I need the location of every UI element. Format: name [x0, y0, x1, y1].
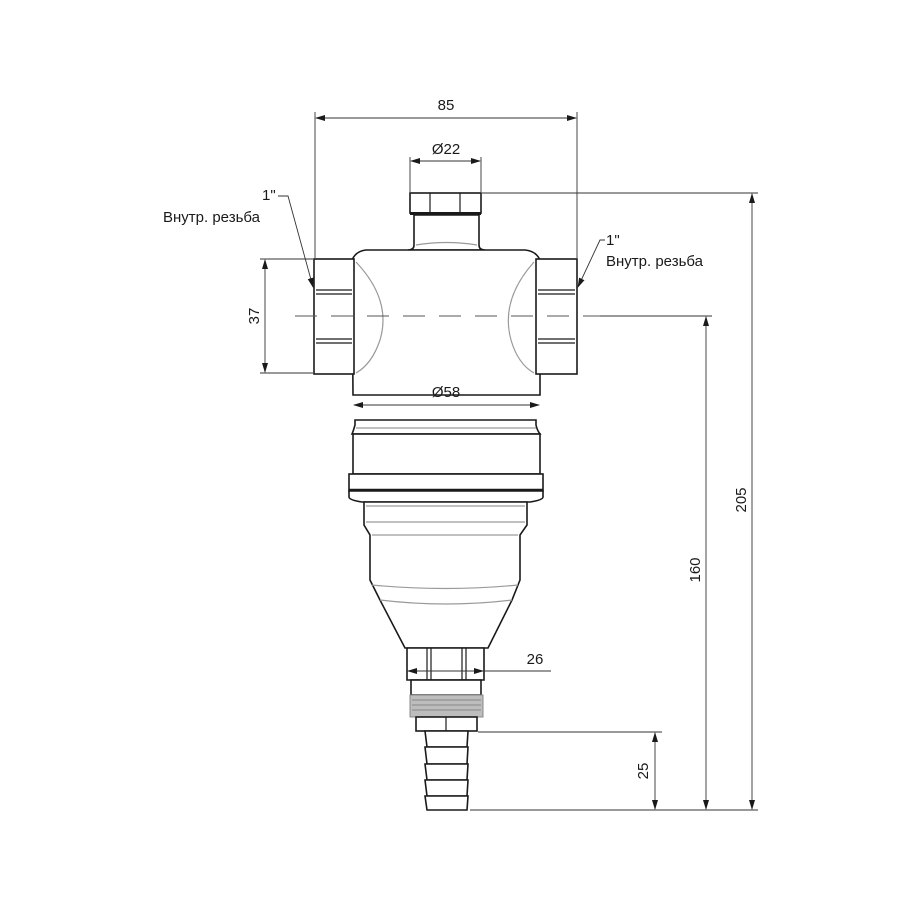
drain-thread	[409, 694, 484, 718]
dimension-axis-to-bottom: 160	[687, 316, 709, 810]
dimension-overall-width: 85	[314, 97, 578, 258]
drain-nut	[406, 647, 485, 681]
dimension-body-diameter: Ø58	[353, 384, 540, 408]
filter-body	[313, 192, 578, 811]
left-port-annotation: 1" Внутр. резьба	[163, 187, 314, 288]
hose-tail	[424, 730, 469, 811]
dimension-drain-nut-width: 26	[407, 651, 551, 674]
dimension-port-height: 37	[246, 258, 313, 374]
dimension-total-height: 205	[482, 192, 758, 811]
svg-text:160: 160	[687, 557, 704, 582]
svg-text:Ø58: Ø58	[432, 384, 460, 401]
svg-text:25: 25	[635, 763, 652, 780]
svg-text:85: 85	[438, 97, 455, 114]
filter-bowl	[363, 501, 528, 649]
right-port-annotation: 1" Внутр. резьба	[577, 232, 704, 288]
top-cap	[409, 192, 482, 214]
svg-text:1": 1"	[606, 232, 620, 249]
svg-text:26: 26	[527, 651, 544, 668]
dimension-hose-tail-length: 25	[470, 731, 700, 811]
svg-text:Внутр. резьба: Внутр. резьба	[163, 209, 261, 226]
svg-text:Внутр. резьба: Внутр. резьба	[606, 253, 704, 270]
svg-text:37: 37	[246, 308, 263, 325]
svg-text:1": 1"	[262, 187, 276, 204]
svg-text:Ø22: Ø22	[432, 141, 460, 158]
dimension-top-cap-diameter: Ø22	[409, 141, 482, 192]
upper-housing	[351, 249, 541, 396]
svg-text:205: 205	[733, 487, 750, 512]
